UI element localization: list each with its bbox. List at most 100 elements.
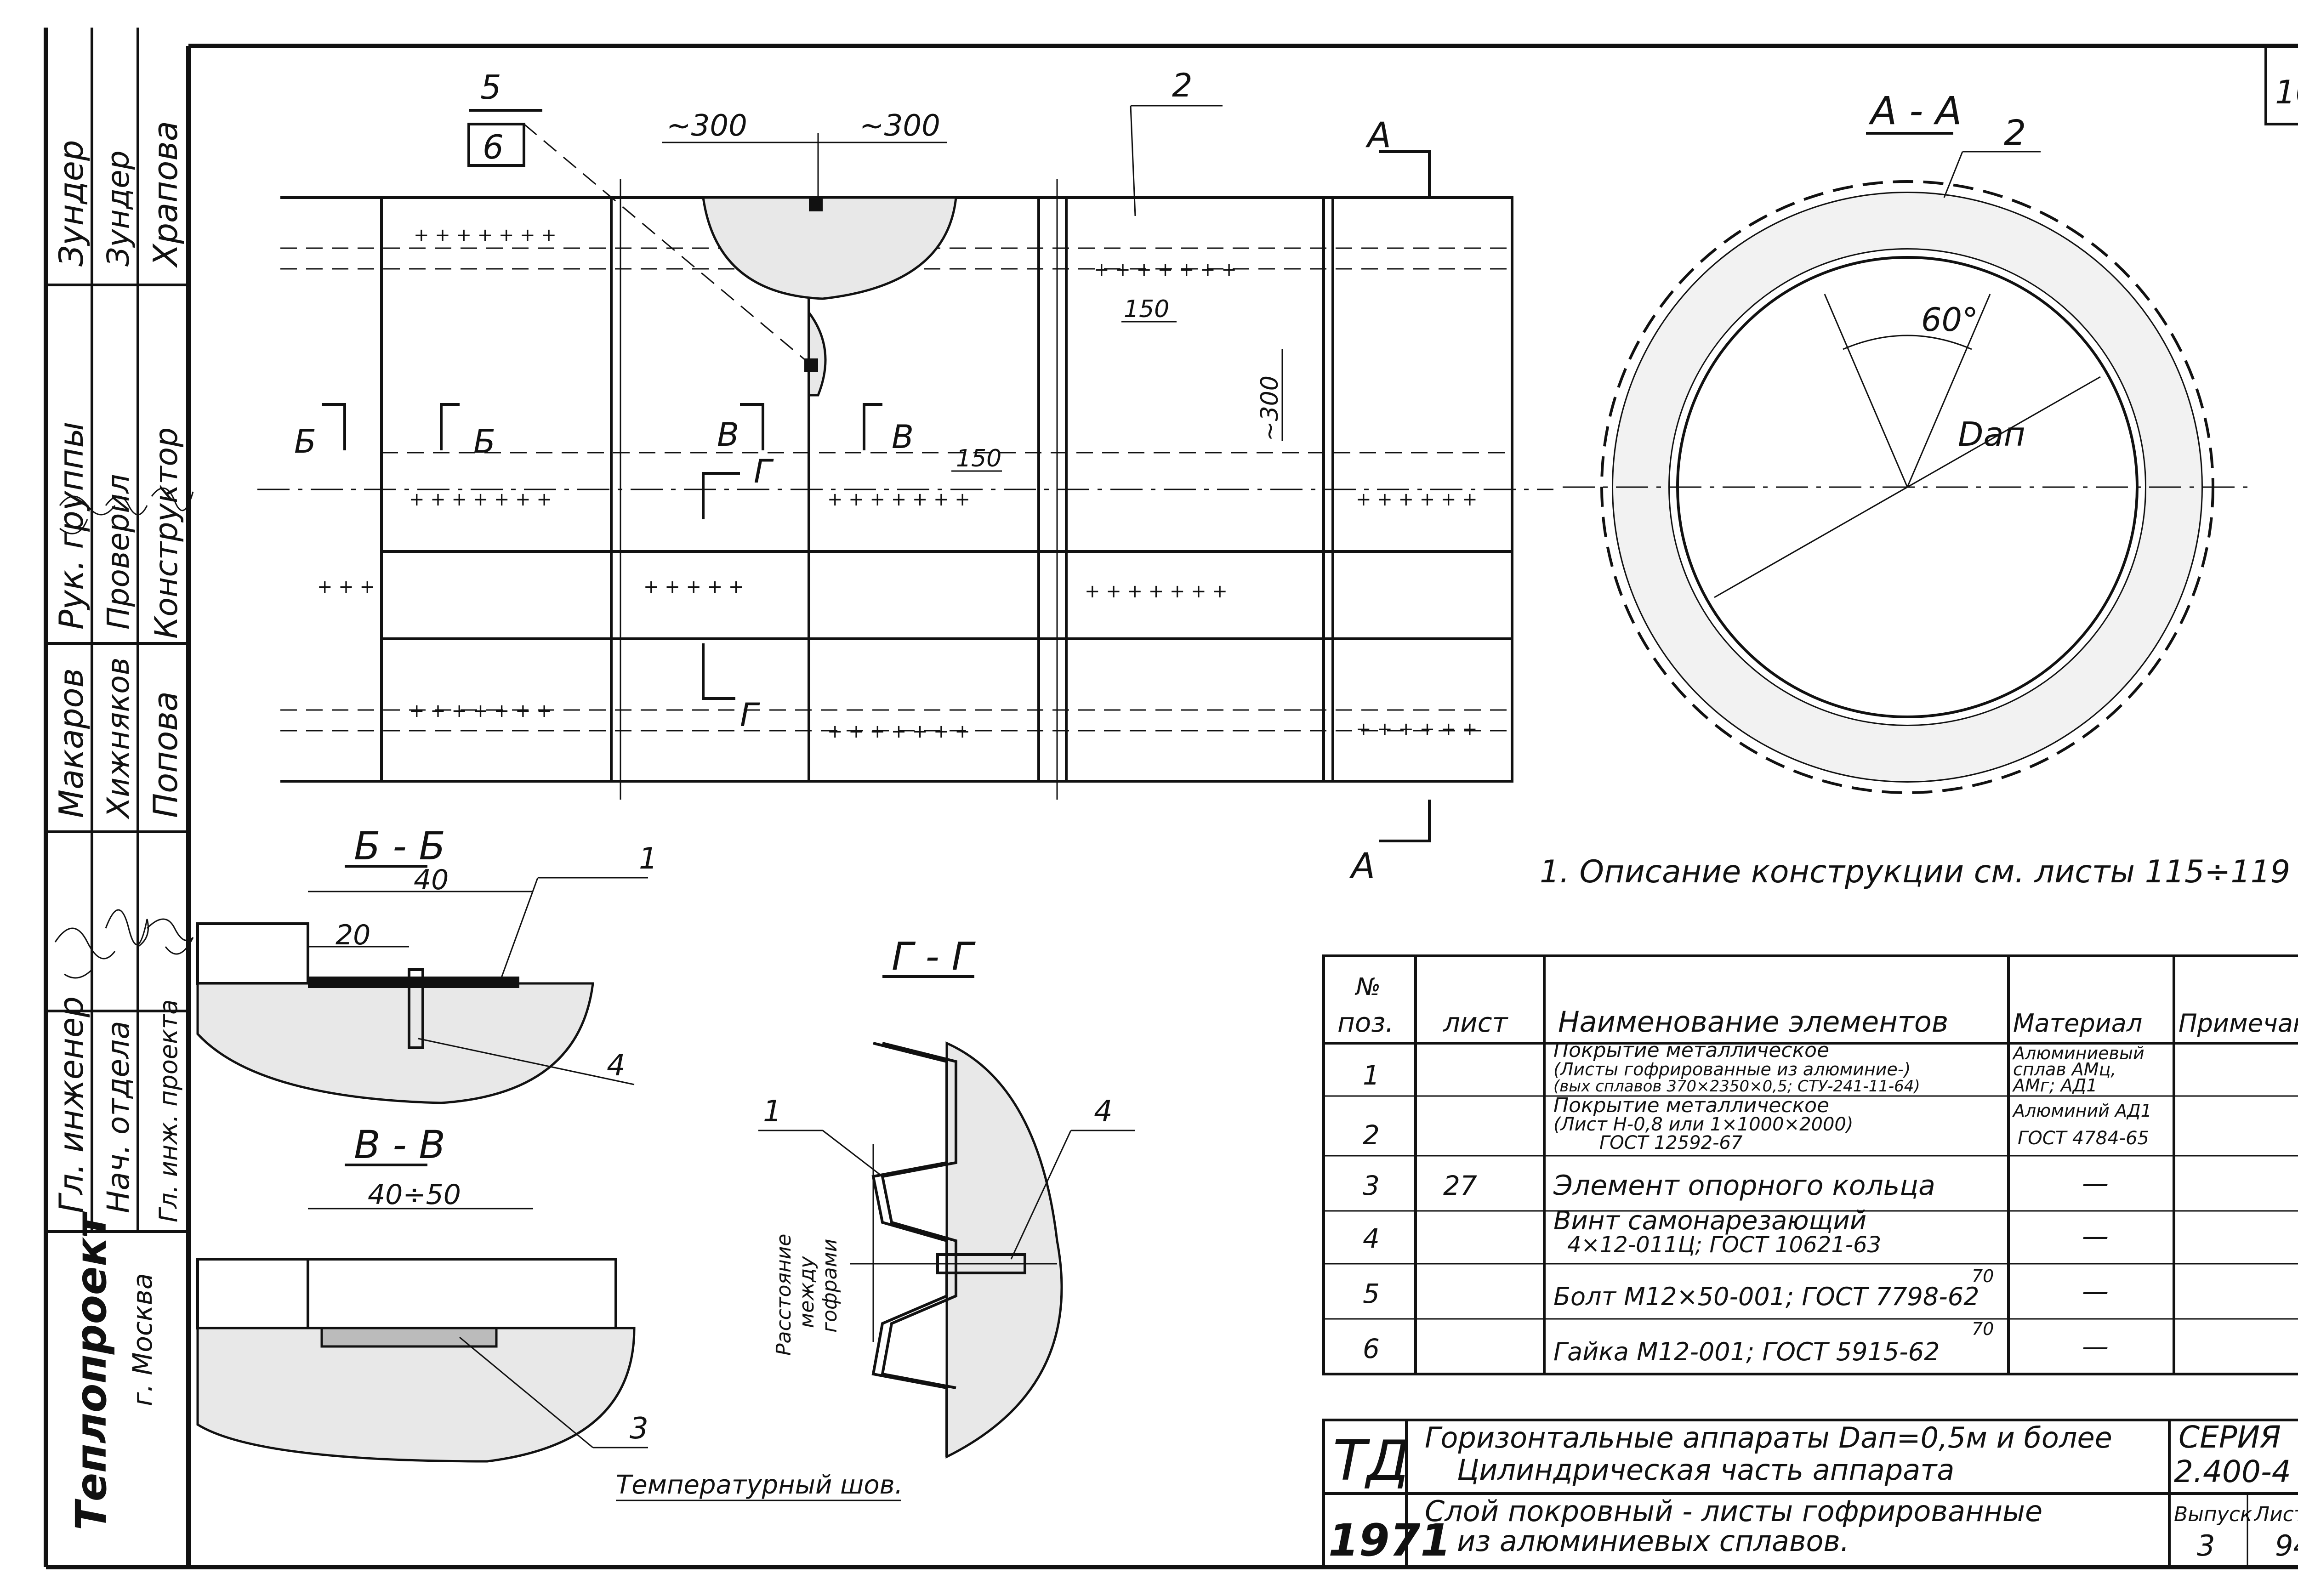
row2-mat-1: Алюминий АД1: [2012, 1101, 2152, 1121]
tb-subtitle-1: Слой покровный - листы гофрированные: [1425, 1494, 2042, 1528]
section-aa-title: А - А: [1868, 88, 1962, 133]
section-bb-title: Б - Б: [354, 824, 445, 869]
row6-pos: 6: [1363, 1333, 1380, 1364]
plan-view: + + + + + + + + + + + + + + + + + + + + …: [257, 67, 1553, 886]
section-bb: Б - Б 40 20 1 4: [196, 824, 658, 1104]
th-remark: Примечание: [2179, 1009, 2298, 1038]
row5-name: Болт М12×50-001; ГОСТ 7798-62: [1553, 1282, 1979, 1311]
dim-150-top: 150: [1124, 295, 1169, 323]
callout-2-plan: 2: [1172, 67, 1193, 104]
gg-side-label-1: Расстояние: [772, 1234, 796, 1356]
row3-pos: 3: [1363, 1170, 1380, 1201]
row2-mat-2: ГОСТ 4784-65: [2018, 1128, 2149, 1149]
dim-300-vert: ~300: [1256, 375, 1284, 441]
name-makarov: Макаров: [52, 668, 91, 818]
construction-note: 1. Описание конструкции см. листы 115÷11…: [1540, 854, 2290, 890]
section-gg-callout-1: 1: [763, 1095, 782, 1129]
svg-text:+ + + + + + +: + + + + + + +: [414, 225, 557, 246]
section-gg-callout-4: 4: [1094, 1095, 1113, 1129]
tb-sheet-value: 94: [2275, 1529, 2298, 1562]
section-gg-title: Г - Г: [892, 934, 976, 979]
svg-text:+ + + + + + +: + + + + + + +: [827, 489, 970, 510]
signature-strip: Гл. инженер Макаров Рук. группы Зундер Н…: [46, 28, 194, 1530]
title-block: ТД 1971 Горизонтальные аппараты Dап=0,5м…: [1322, 1419, 2298, 1568]
tb-subtitle-2: из алюминиевых сплавов.: [1457, 1524, 1849, 1558]
svg-text:+ + + + + + +: + + + + + + +: [827, 721, 970, 742]
section-vv-title: В - В: [354, 1122, 445, 1167]
svg-text:+ + + + +: + + + + +: [643, 576, 744, 597]
th-sheet: лист: [1443, 1007, 1509, 1038]
name-popova: Попова: [146, 691, 185, 818]
row1-name-2: (Листы гофрированные из алюминие-): [1553, 1059, 1911, 1079]
bolt-head-icon: [809, 198, 823, 211]
svg-text:+ + +: + + +: [317, 576, 375, 597]
row5-mat: —: [2082, 1276, 2109, 1307]
row1-name-1: Покрытие металлическое: [1553, 1039, 1829, 1062]
row6-name: Гайка М12-001; ГОСТ 5915-62: [1553, 1337, 1940, 1366]
tb-sheet-label: Лист: [2253, 1503, 2298, 1526]
row2-pos: 2: [1363, 1119, 1380, 1151]
callout-6: 6: [483, 128, 504, 166]
section-vv: В - В 40÷50 3 Температурный шов.: [196, 1122, 903, 1501]
spec-table: № поз. лист Наименование элементов Матер…: [1322, 954, 2298, 1375]
section-a-bottom: А: [1349, 845, 1375, 886]
row4-name-1: Винт самонарезающий: [1553, 1206, 1866, 1236]
callout-5: 5: [480, 68, 501, 107]
name-zunder-1: Зундер: [52, 140, 91, 267]
tb-issue-label: Выпуск: [2174, 1503, 2252, 1526]
role-gl-inzhener: Гл. инженер: [52, 996, 91, 1213]
section-aa-angle: 60°: [1921, 301, 1978, 339]
row4-name-2: 4×12-011Ц; ГОСТ 10621-63: [1567, 1232, 1881, 1258]
th-name: Наименование элементов: [1558, 1005, 1948, 1039]
signature-scribble: [105, 909, 149, 948]
th-pos-1: №: [1354, 973, 1381, 1001]
signature-scribble: [105, 495, 148, 516]
section-bb-callout-1: 1: [639, 842, 658, 876]
section-aa-callout-2: 2: [2004, 112, 2026, 153]
tb-issue-value: 3: [2197, 1529, 2215, 1562]
sheet-number-box: 103: [2264, 45, 2298, 125]
section-gg: Г - Г 1 4 Расстояние между гофрами: [758, 934, 1135, 1459]
row2-name-2: (Лист Н-0,8 или 1×1000×2000): [1553, 1114, 1853, 1135]
signature-scribble: [54, 927, 116, 979]
dim-150-mid: 150: [956, 445, 1001, 472]
row5-pos: 5: [1363, 1278, 1380, 1309]
gg-side-label-3: гофрами: [818, 1239, 842, 1333]
section-aa-diameter: Dап: [1958, 415, 2025, 454]
th-pos-2: поз.: [1337, 1007, 1394, 1038]
screw-icon: [408, 968, 424, 1049]
th-material: Материал: [2013, 1009, 2142, 1038]
sheet-number: 103: [2275, 74, 2298, 111]
name-khizhnyakov: Хижняков: [101, 657, 136, 819]
row3-name: Элемент опорного кольца: [1553, 1170, 1935, 1202]
svg-text:+ + + + + + +: + + + + + + +: [409, 700, 552, 721]
dim-40-50: 40÷50: [368, 1179, 461, 1211]
signature-scribble: [59, 495, 116, 534]
callout-box: [467, 123, 525, 167]
rivet-row: + + + + + + + + + + + + + + + + + + + + …: [317, 225, 1478, 742]
row2-name-3: ГОСТ 12592-67: [1599, 1132, 1743, 1153]
dim-40: 40: [414, 864, 449, 896]
section-v-right: В: [892, 418, 914, 456]
organization-name: Теплопроект: [67, 1211, 116, 1530]
name-khrapova: Храпова: [146, 121, 185, 268]
row5-sup: 70: [1972, 1266, 1994, 1286]
row6-sup: 70: [1972, 1319, 1994, 1339]
role-konstruktor: Конструктор: [148, 427, 185, 639]
row2-name-1: Покрытие металлическое: [1553, 1094, 1829, 1117]
dim-20: 20: [336, 919, 370, 951]
row4-pos: 4: [1363, 1223, 1380, 1254]
cutaway-insulation: [702, 196, 957, 300]
section-b-left: Б: [294, 423, 316, 460]
section-aa: А - А 60° Dап 2: [1563, 88, 2252, 794]
tb-series-value: 2.400-4: [2174, 1454, 2291, 1489]
role-proveril: Проверил: [101, 474, 136, 630]
signature-scribble: [151, 487, 194, 511]
gg-side-label-2: между: [795, 1256, 819, 1328]
role-gl-inzh-proekta: Гл. инж. проекта: [154, 1000, 183, 1222]
svg-text:+ + + + + + +: + + + + + + +: [1094, 259, 1237, 280]
row1-pos: 1: [1363, 1060, 1380, 1091]
row6-mat: —: [2082, 1331, 2109, 1362]
tb-series-label: СЕРИЯ: [2179, 1420, 2281, 1455]
